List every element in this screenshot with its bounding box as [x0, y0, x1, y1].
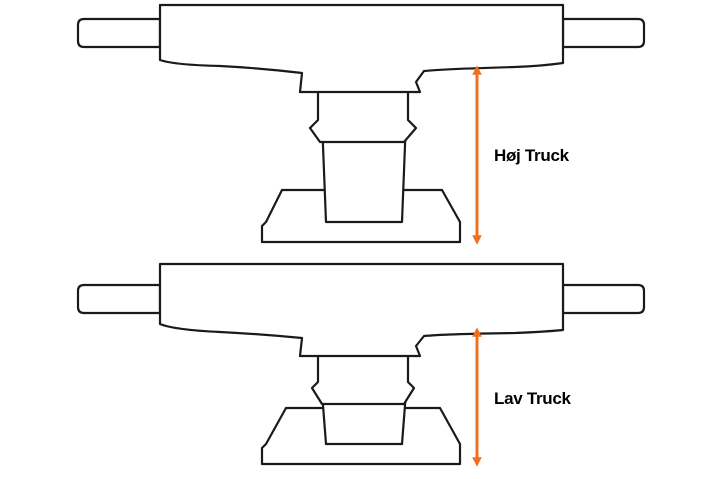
low-truck-left-axle: [76, 283, 162, 315]
high-truck-label: Høj Truck: [494, 146, 570, 165]
low-truck-label: Lav Truck: [494, 389, 572, 408]
low-truck-hanger: [158, 262, 565, 358]
low-truck-right-axle: [561, 283, 646, 315]
high-truck: [76, 3, 646, 244]
low-truck: [76, 262, 646, 466]
high-truck-hanger: [158, 3, 565, 94]
high-truck-left-axle: [76, 17, 162, 49]
high-truck-right-axle: [561, 17, 646, 49]
